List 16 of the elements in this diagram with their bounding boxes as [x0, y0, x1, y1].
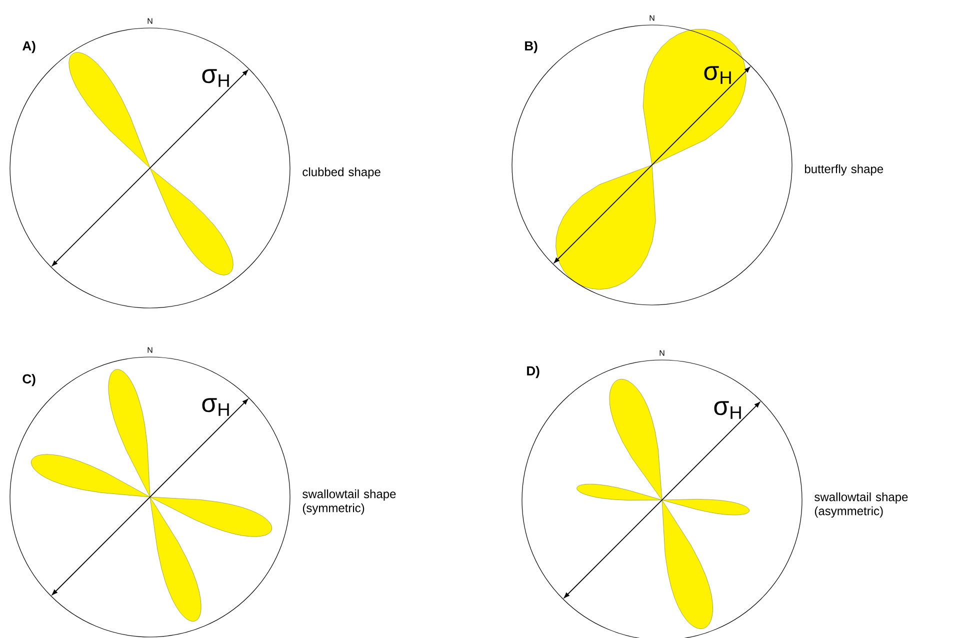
panel-letter: A)	[22, 40, 36, 54]
shape-caption: butterfly shape	[804, 164, 884, 176]
stress-symbol: σ$_{H}$	[202, 69, 229, 87]
panel-letter: B)	[525, 40, 538, 54]
stress-symbol: σ$_{H}$	[202, 398, 229, 416]
north-label: N	[660, 350, 664, 356]
north-label: N	[148, 347, 152, 353]
panel-letter: D)	[527, 366, 540, 378]
stress-symbol: σ$_{H}$	[714, 401, 741, 419]
shape-caption: clubbed shape	[302, 167, 380, 179]
panel-letter: C)	[22, 374, 36, 386]
shape-caption: swallowtail shape (symmetric)	[302, 489, 396, 515]
shape-caption: swallowtail shape (asymmetric)	[814, 492, 908, 518]
north-label: N	[148, 18, 152, 24]
stress-symbol: σ$_{H}$	[704, 66, 731, 84]
north-label: N	[650, 15, 654, 21]
